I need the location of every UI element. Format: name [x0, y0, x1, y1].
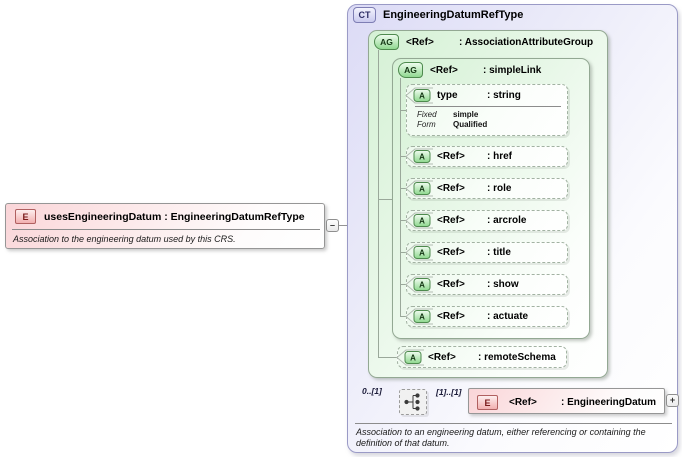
engineeringdatum-element-box[interactable]: E <Ref> : EngineeringDatum: [468, 388, 665, 414]
element-icon: E: [477, 395, 498, 410]
tree-line: [400, 252, 407, 253]
tree-line: [400, 110, 407, 111]
expand-icon[interactable]: +: [666, 394, 679, 407]
element-cardinality: [1]..[1]: [436, 387, 462, 397]
attribute-group-icon: AG: [374, 34, 399, 50]
attribute-icon: A: [405, 148, 433, 165]
element-icon: E: [15, 209, 36, 224]
tree-line: [378, 199, 393, 200]
complex-type-annotation: Association to an engineering datum, eit…: [356, 427, 646, 449]
attribute-group-type: : AssociationAttributeGroup: [459, 36, 594, 48]
divider: [355, 423, 672, 424]
svg-text:A: A: [419, 185, 425, 194]
attribute-remoteschema[interactable]: A <Ref> : remoteSchema: [396, 346, 567, 368]
tree-line: [400, 156, 407, 157]
attribute-type[interactable]: A type : string Fixed simple Form Qualif…: [405, 84, 568, 136]
tree-line: [378, 357, 398, 358]
attribute-role[interactable]: A <Ref> : role: [405, 178, 568, 199]
source-element-title: usesEngineeringDatum : EngineeringDatumR…: [44, 210, 305, 223]
attribute-name: <Ref>: [437, 279, 465, 290]
svg-text:A: A: [419, 92, 425, 101]
complex-type-icon: CT: [353, 7, 376, 23]
svg-text:A: A: [410, 353, 416, 362]
facet-value: simple: [453, 110, 479, 119]
svg-text:A: A: [419, 281, 425, 290]
element-type: : EngineeringDatum: [561, 397, 657, 408]
attribute-href[interactable]: A <Ref> : href: [405, 146, 568, 167]
tree-line: [378, 50, 379, 357]
attribute-actuate[interactable]: A <Ref> : actuate: [405, 306, 568, 327]
attribute-group-name: <Ref>: [406, 36, 434, 48]
source-element-annotation: Association to the engineering datum use…: [13, 234, 236, 244]
svg-text:A: A: [419, 249, 425, 258]
tree-line: [400, 188, 407, 189]
tree-line: [400, 220, 407, 221]
attribute-type-label: : title: [487, 247, 511, 258]
attribute-title[interactable]: A <Ref> : title: [405, 242, 568, 263]
attribute-name: <Ref>: [437, 151, 465, 162]
divider: [12, 229, 320, 230]
svg-text:A: A: [419, 313, 425, 322]
tree-line: [400, 316, 407, 317]
sequence-glyph: [404, 393, 420, 411]
attribute-icon: A: [396, 349, 424, 365]
tree-line: [400, 284, 407, 285]
attribute-icon: A: [405, 308, 433, 325]
attribute-show[interactable]: A <Ref> : show: [405, 274, 568, 295]
attribute-type-label: : role: [487, 183, 512, 194]
attribute-type-label: : arcrole: [487, 215, 527, 226]
svg-text:A: A: [419, 217, 425, 226]
collapse-icon[interactable]: –: [326, 219, 339, 232]
attribute-name: <Ref>: [437, 311, 465, 322]
source-element-header: E usesEngineeringDatum : EngineeringDatu…: [15, 209, 305, 224]
facet-label: Form: [417, 120, 436, 129]
attribute-type-label: : remoteSchema: [478, 351, 556, 363]
attribute-icon: A: [405, 244, 433, 261]
attribute-icon: A: [405, 276, 433, 293]
attribute-group-name: <Ref>: [430, 64, 458, 76]
attribute-name: <Ref>: [437, 183, 465, 194]
complex-type-header: CT EngineeringDatumRefType: [353, 7, 523, 23]
attribute-name: <Ref>: [428, 351, 456, 363]
facet-label: Fixed: [417, 110, 437, 119]
svg-text:A: A: [419, 153, 425, 162]
complex-type-title: EngineeringDatumRefType: [383, 9, 524, 21]
sequence-cardinality: 0..[1]: [362, 386, 382, 396]
element-name: <Ref>: [509, 397, 537, 408]
attribute-icon: A: [405, 180, 433, 197]
sequence-compositor-icon[interactable]: [399, 389, 427, 415]
attribute-header: A type : string: [405, 85, 567, 106]
source-element-box[interactable]: E usesEngineeringDatum : EngineeringDatu…: [5, 203, 325, 249]
tree-line: [400, 78, 401, 317]
attribute-type-label: : show: [487, 279, 519, 290]
attribute-type-label: : string: [487, 90, 521, 101]
attribute-group-type: : simpleLink: [483, 64, 542, 76]
attribute-name: type: [437, 90, 458, 101]
divider: [415, 106, 561, 107]
attribute-name: <Ref>: [437, 215, 465, 226]
attribute-type-label: : actuate: [487, 311, 529, 322]
attribute-group-icon: AG: [398, 62, 423, 78]
facet-table: Fixed simple Form Qualified: [407, 107, 567, 129]
attribute-name: <Ref>: [437, 247, 465, 258]
attribute-arcrole[interactable]: A <Ref> : arcrole: [405, 210, 568, 231]
attribute-type-label: : href: [487, 151, 512, 162]
attribute-icon: A: [405, 87, 433, 104]
attribute-icon: A: [405, 212, 433, 229]
association-attribute-group-header: AG <Ref> : AssociationAttributeGroup: [374, 34, 593, 50]
element-header: E <Ref> : EngineeringDatum: [477, 395, 656, 410]
facet-value: Qualified: [453, 120, 488, 129]
simplelink-attribute-group-header: AG <Ref> : simpleLink: [398, 62, 541, 78]
